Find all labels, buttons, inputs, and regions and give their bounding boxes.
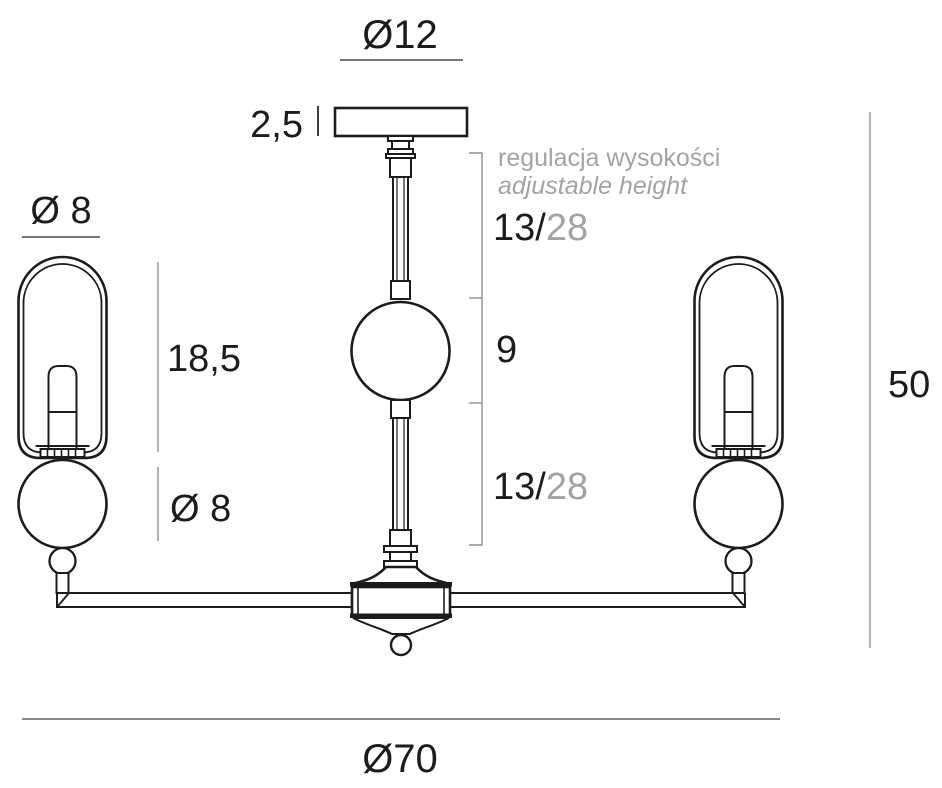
upper-rod-max: 28 <box>546 207 588 249</box>
dim-canopy-diameter-label: Ø12 <box>362 13 438 57</box>
lower-rod-min: 13/ <box>493 466 546 508</box>
dim-lower-rod-label: 13/28 <box>493 466 588 508</box>
upper-rod <box>385 135 416 300</box>
ceiling-canopy <box>333 106 469 138</box>
right-lamp-unit <box>693 255 784 595</box>
upper-rod-min: 13/ <box>493 207 546 249</box>
dim-canopy-thickness-label: 2,5 <box>250 104 303 146</box>
dim-shade-diameter-label: Ø 8 <box>30 190 91 232</box>
left-arm <box>56 592 352 608</box>
height-adjust-note-pl: regulacja wysokości <box>498 144 720 172</box>
dim-total-height-label: 50 <box>888 364 930 406</box>
right-arm <box>450 592 746 608</box>
dim-ball-diameter-label: Ø 8 <box>170 488 231 530</box>
left-lamp-unit <box>17 255 108 595</box>
dimension-labels: Ø12 2,5 regulacja wysokości adjustable h… <box>30 13 930 781</box>
dim-total-diameter-label: Ø70 <box>362 737 438 781</box>
dim-upper-rod-label: 13/28 <box>493 207 588 249</box>
height-adjust-note-en: adjustable height <box>498 172 688 200</box>
central-hub <box>350 565 452 657</box>
lower-rod <box>383 399 418 568</box>
lower-rod-max: 28 <box>546 466 588 508</box>
dim-sphere-section-label: 9 <box>496 329 517 371</box>
middle-sphere <box>350 300 451 402</box>
ball-finial <box>389 633 413 657</box>
dim-shade-height-label: 18,5 <box>167 338 241 380</box>
dim-bracket-central <box>469 152 483 546</box>
dimension-lines <box>22 59 871 720</box>
